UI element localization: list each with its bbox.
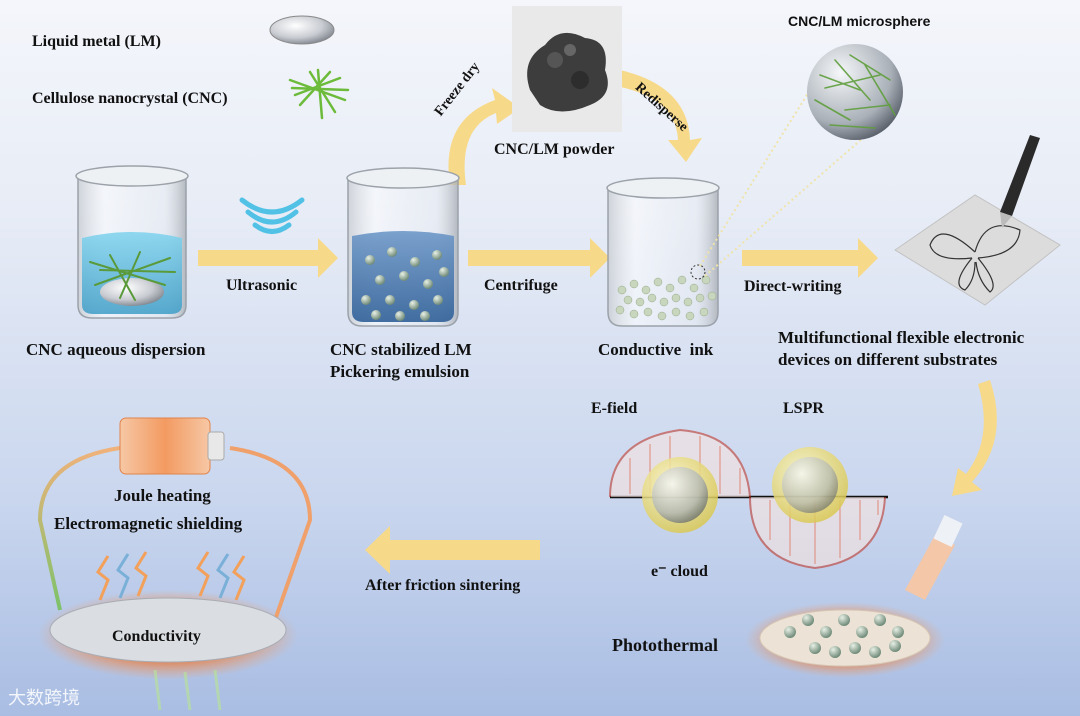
centrifuge-label: Centrifuge bbox=[484, 277, 558, 294]
lm-droplet-icon bbox=[269, 15, 335, 45]
lspr-label: LSPR bbox=[783, 400, 824, 417]
watermark: 大数跨境 bbox=[8, 688, 80, 709]
efield-label: E-field bbox=[591, 400, 638, 417]
beaker-cnc-dispersion bbox=[75, 165, 189, 319]
legend-cnc-label: Cellulose nanocrystal (CNC) bbox=[32, 90, 228, 107]
butterfly-paper bbox=[894, 194, 1061, 306]
friction-sintering-label: After friction sintering bbox=[365, 577, 521, 594]
joule-label: Joule heating bbox=[114, 486, 211, 505]
powder-label: CNC/LM powder bbox=[494, 141, 615, 158]
photothermal-label: Photothermal bbox=[612, 635, 718, 655]
devices-label-1: Multifunctional flexible electronic bbox=[778, 328, 1025, 347]
battery-circuit bbox=[37, 417, 313, 711]
devices-label-2: devices on different substrates bbox=[778, 350, 998, 369]
microsphere bbox=[807, 44, 903, 140]
emi-label: Electromagnetic shielding bbox=[54, 514, 243, 533]
cnc-icon bbox=[288, 68, 350, 120]
ultrasonic-wave-icon bbox=[239, 197, 305, 234]
photothermal-dish bbox=[745, 514, 963, 678]
powder-photo bbox=[512, 6, 622, 132]
ink-label: Conductive ink bbox=[598, 340, 714, 359]
beaker-conductive-ink bbox=[606, 177, 720, 327]
process-arrows bbox=[198, 70, 997, 574]
microsphere-label: CNC/LM microsphere bbox=[788, 13, 931, 29]
pen-icon bbox=[1000, 135, 1040, 228]
legend-lm-label: Liquid metal (LM) bbox=[32, 33, 161, 50]
lspr-wave bbox=[609, 428, 888, 570]
pickering-label-1: CNC stabilized LM bbox=[330, 340, 472, 359]
conductivity-label: Conductivity bbox=[112, 628, 201, 645]
e-cloud-label: e⁻ cloud bbox=[651, 563, 708, 580]
beaker-pickering-emulsion bbox=[346, 167, 460, 327]
ultrasonic-label: Ultrasonic bbox=[226, 277, 298, 294]
direct-writing-label: Direct-writing bbox=[744, 278, 842, 295]
pickering-label-2: Pickering emulsion bbox=[330, 362, 470, 381]
cnc-dispersion-label: CNC aqueous dispersion bbox=[26, 340, 206, 359]
